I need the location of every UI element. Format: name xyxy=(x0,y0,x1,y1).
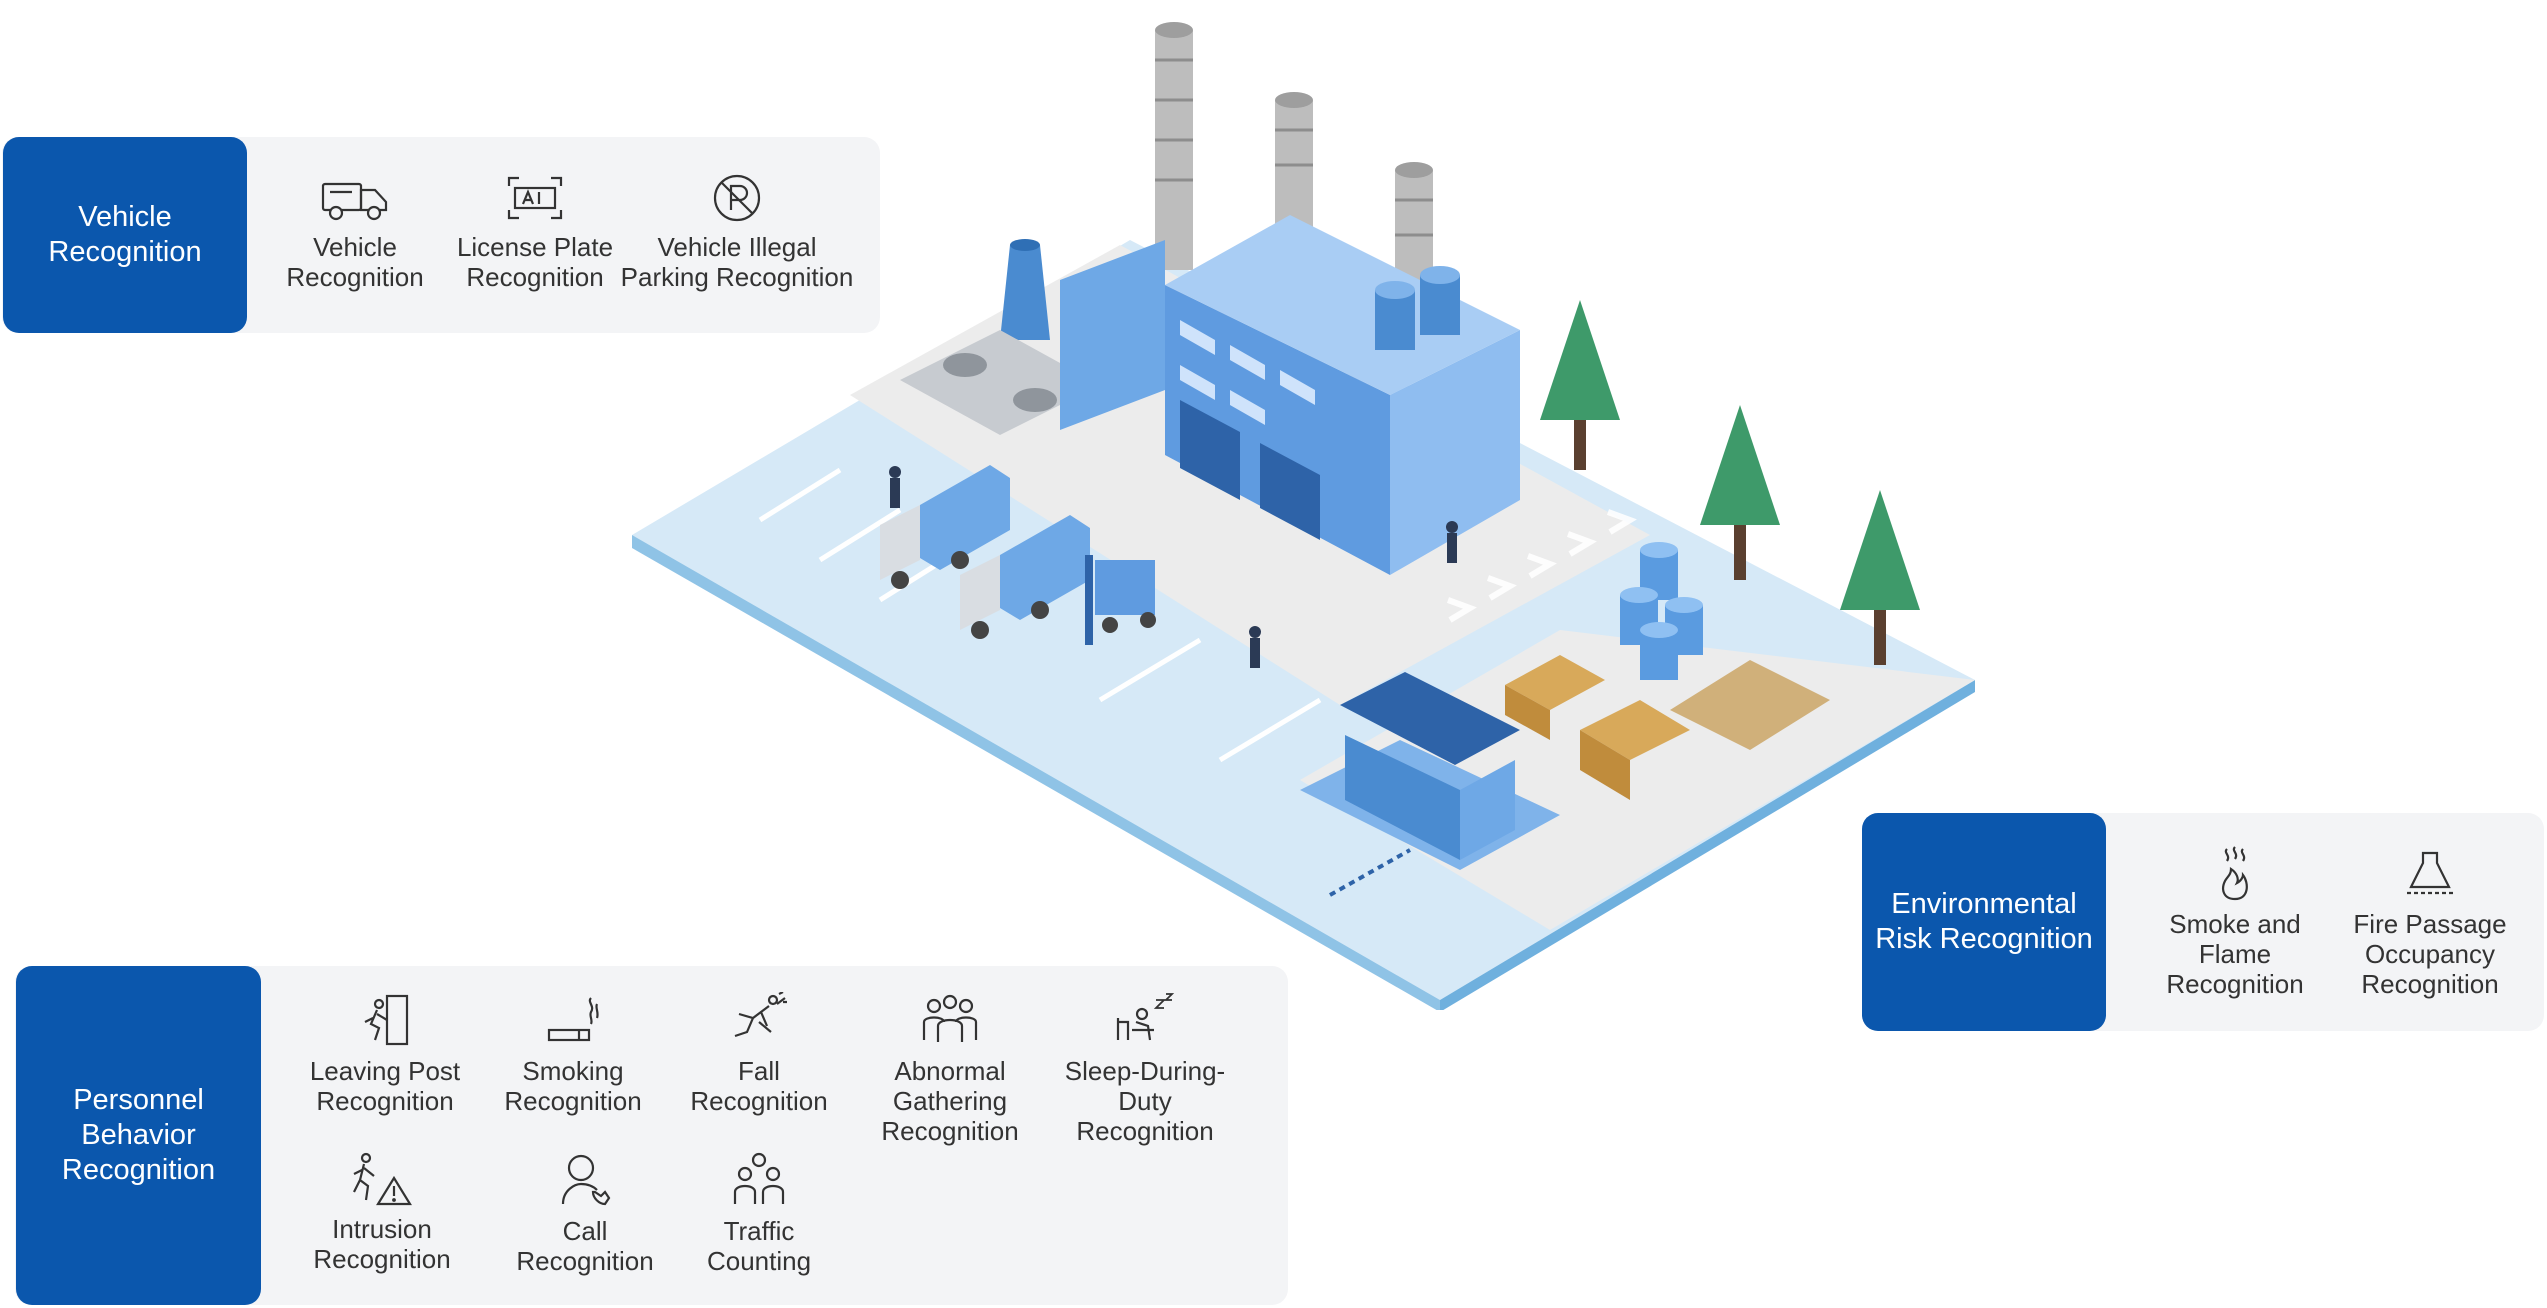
chimney-2 xyxy=(1275,92,1313,240)
sleep-item[interactable]: Sleep-During- Duty Recognition xyxy=(1045,992,1245,1146)
guard-booth-side xyxy=(1460,760,1515,860)
person-3 xyxy=(1249,626,1261,668)
person-1 xyxy=(889,466,901,508)
garage-door xyxy=(1180,400,1240,500)
ground-edge-left xyxy=(632,535,1440,1010)
truck-1 xyxy=(880,465,1010,589)
sleep-icon xyxy=(1116,993,1175,1041)
leaving-post-item[interactable]: Leaving Post Recognition xyxy=(290,992,480,1116)
call-icon xyxy=(561,1154,611,1206)
smoke-flame-label: Smoke and Flame Recognition xyxy=(2166,909,2304,999)
cooling-tower xyxy=(1000,245,1050,340)
fire-passage-item[interactable]: Fire Passage Occupancy Recognition xyxy=(2325,845,2535,999)
sleep-label: Sleep-During- Duty Recognition xyxy=(1064,1056,1226,1146)
factory-illustration xyxy=(632,22,1975,1010)
tree-2 xyxy=(1700,405,1780,580)
gathering-label: Abnormal Gathering Recognition xyxy=(881,1056,1019,1146)
intrusion-label: Intrusion Recognition xyxy=(313,1214,451,1274)
guard-booth-front xyxy=(1345,735,1460,860)
tree-1 xyxy=(1540,300,1620,470)
tree-3 xyxy=(1840,490,1920,665)
license-plate-icon xyxy=(507,176,563,220)
fall-label: Fall Recognition xyxy=(690,1056,828,1116)
smoking-icon xyxy=(547,997,599,1042)
truck-icon xyxy=(321,182,388,221)
pallet xyxy=(1670,660,1830,750)
vehicle-title: Vehicle Recognition xyxy=(3,137,247,333)
fire-passage-label: Fire Passage Occupancy Recognition xyxy=(2353,909,2507,999)
person-2 xyxy=(1446,521,1458,563)
fire-passage-icon xyxy=(2407,851,2453,895)
leaving-post-icon xyxy=(364,994,409,1046)
gathering-item[interactable]: Abnormal Gathering Recognition xyxy=(855,992,1045,1146)
no-parking-icon xyxy=(713,174,761,222)
smoke-flame-item[interactable]: Smoke and Flame Recognition xyxy=(2135,845,2335,999)
personnel-title: Personnel Behavior Recognition xyxy=(16,966,261,1305)
traffic-counting-icon xyxy=(733,1152,785,1204)
vehicle-recognition-item[interactable]: Vehicle Recognition xyxy=(250,172,460,292)
building-right-wall xyxy=(1390,330,1520,575)
guard-booth-roof xyxy=(1340,672,1520,765)
traffic-counting-item[interactable]: Traffic Counting xyxy=(664,1152,854,1276)
chimney-1 xyxy=(1155,22,1193,270)
barrier-gate xyxy=(1329,848,1411,897)
ground-edge-right xyxy=(1440,680,1975,1010)
call-label: Call Recognition xyxy=(516,1216,654,1276)
fall-item[interactable]: Fall Recognition xyxy=(664,992,854,1116)
environment-title: Environmental Risk Recognition xyxy=(1862,813,2106,1031)
cardboard-boxes xyxy=(1505,655,1690,800)
smoking-item[interactable]: Smoking Recognition xyxy=(478,992,668,1116)
intrusion-item[interactable]: Intrusion Recognition xyxy=(287,1152,477,1274)
license-plate-label: License Plate Recognition xyxy=(456,232,614,292)
smoking-label: Smoking Recognition xyxy=(504,1056,642,1116)
garage-door-2 xyxy=(1260,443,1320,540)
leaving-post-label: Leaving Post Recognition xyxy=(309,1056,461,1116)
building-windows xyxy=(1180,320,1315,425)
building-left-wall xyxy=(1165,285,1390,575)
annex xyxy=(1060,240,1165,430)
truck-2 xyxy=(960,515,1090,639)
intrusion-icon xyxy=(353,1152,412,1206)
illegal-parking-item[interactable]: Vehicle Illegal Parking Recognition xyxy=(612,172,862,292)
traffic-counting-label: Traffic Counting xyxy=(706,1216,812,1276)
forklift xyxy=(1085,555,1156,645)
barrels xyxy=(1620,542,1703,680)
call-item[interactable]: Call Recognition xyxy=(490,1152,680,1276)
license-plate-item[interactable]: License Plate Recognition xyxy=(430,172,640,292)
smoke-flame-icon xyxy=(2222,846,2248,901)
building-roof xyxy=(1165,215,1520,395)
fall-icon xyxy=(734,992,787,1038)
illegal-parking-label: Vehicle Illegal Parking Recognition xyxy=(620,232,854,292)
roof-fans xyxy=(1375,266,1460,350)
road-arrows xyxy=(1446,509,1637,623)
vehicle-recognition-label: Vehicle Recognition xyxy=(286,232,424,292)
gathering-icon xyxy=(922,994,978,1042)
